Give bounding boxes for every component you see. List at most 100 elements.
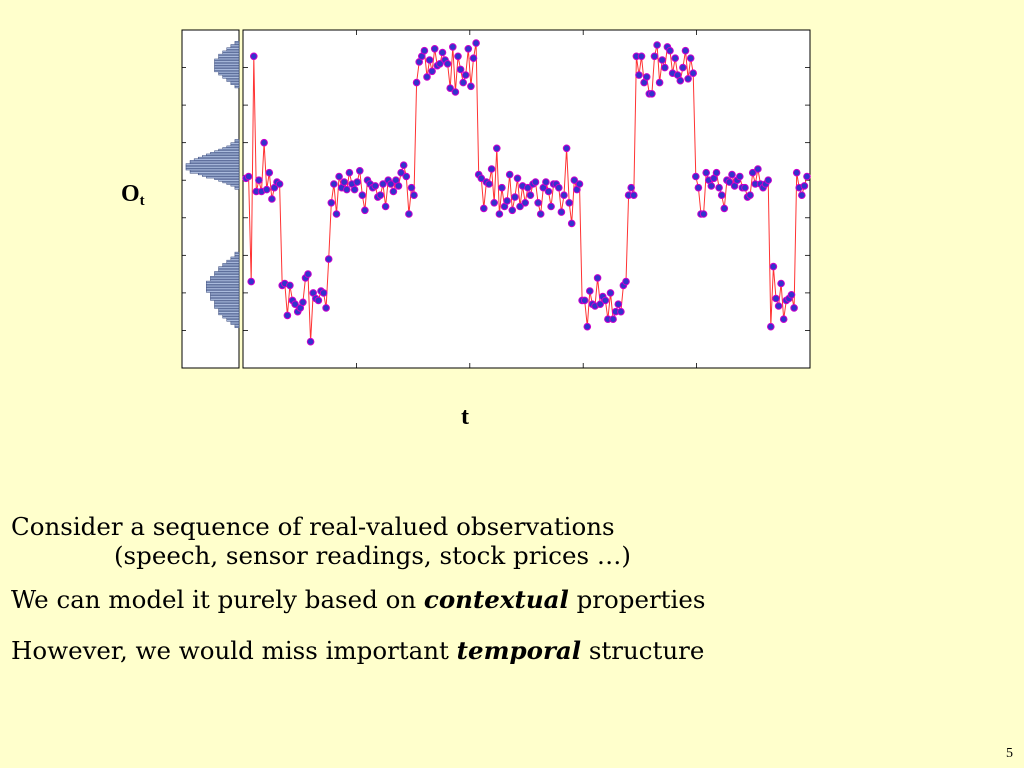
data-point bbox=[387, 180, 395, 188]
data-point bbox=[480, 204, 488, 213]
data-point bbox=[526, 191, 535, 199]
data-point bbox=[330, 180, 338, 188]
data-point bbox=[511, 193, 519, 201]
data-point bbox=[725, 178, 734, 186]
emphasis-contextual: contextual bbox=[423, 584, 569, 614]
data-point bbox=[694, 183, 703, 192]
data-point bbox=[534, 199, 542, 207]
data-point bbox=[658, 56, 667, 64]
data-point bbox=[361, 206, 369, 215]
data-point bbox=[650, 52, 659, 61]
data-point bbox=[803, 172, 811, 181]
data-point bbox=[283, 311, 292, 320]
text-line-1: Consider a sequence of real-valued obser… bbox=[11, 512, 615, 541]
data-point bbox=[531, 178, 540, 186]
data-point bbox=[265, 168, 274, 177]
data-point bbox=[490, 199, 499, 207]
data-point bbox=[617, 307, 625, 316]
data-point bbox=[655, 78, 664, 87]
data-point bbox=[800, 182, 809, 190]
data-point bbox=[565, 199, 574, 207]
text-line-4: However, we would miss important tempora… bbox=[11, 636, 705, 666]
data-point bbox=[314, 296, 323, 305]
data-point bbox=[449, 43, 457, 51]
data-point bbox=[255, 176, 263, 184]
data-point bbox=[754, 165, 762, 173]
data-point bbox=[748, 168, 757, 177]
data-point bbox=[456, 65, 465, 74]
data-point bbox=[477, 174, 486, 183]
data-point bbox=[779, 315, 788, 324]
data-point bbox=[412, 78, 421, 87]
data-point bbox=[769, 262, 778, 271]
data-point bbox=[686, 54, 695, 63]
data-point bbox=[498, 183, 506, 192]
data-point bbox=[485, 180, 493, 188]
data-point bbox=[702, 168, 711, 177]
data-point bbox=[586, 287, 594, 295]
data-point bbox=[671, 54, 680, 63]
data-point bbox=[555, 183, 563, 192]
data-point bbox=[593, 274, 602, 282]
data-point bbox=[345, 168, 354, 177]
data-point bbox=[399, 161, 408, 169]
data-point bbox=[262, 185, 271, 194]
data-point bbox=[260, 138, 268, 147]
data-point bbox=[319, 289, 328, 297]
data-point bbox=[436, 60, 444, 68]
observation-figure bbox=[181, 29, 811, 369]
data-point bbox=[609, 315, 617, 324]
data-point bbox=[728, 170, 736, 179]
data-point bbox=[425, 56, 434, 64]
histogram-bar bbox=[234, 251, 240, 254]
data-point bbox=[503, 197, 511, 205]
data-point bbox=[575, 180, 584, 188]
data-point bbox=[596, 300, 605, 309]
histogram-bar bbox=[234, 41, 240, 44]
data-point bbox=[777, 279, 785, 288]
data-point bbox=[495, 210, 504, 218]
data-point bbox=[689, 69, 698, 77]
data-point bbox=[679, 63, 687, 72]
data-point bbox=[715, 183, 723, 192]
series-points bbox=[242, 39, 811, 346]
data-point bbox=[601, 296, 610, 305]
data-point bbox=[676, 76, 685, 85]
data-point bbox=[661, 63, 669, 72]
data-point bbox=[332, 210, 341, 218]
data-point bbox=[358, 191, 367, 199]
data-point bbox=[405, 210, 413, 218]
data-point bbox=[397, 168, 405, 177]
data-point bbox=[798, 191, 806, 199]
data-point bbox=[410, 191, 418, 199]
data-point bbox=[394, 182, 403, 190]
data-point bbox=[379, 180, 387, 188]
data-point bbox=[736, 172, 744, 181]
data-point bbox=[720, 204, 729, 213]
data-point bbox=[524, 183, 532, 192]
data-point bbox=[371, 182, 380, 190]
data-point bbox=[343, 185, 351, 194]
data-point bbox=[430, 45, 439, 53]
data-point bbox=[570, 176, 579, 184]
data-point bbox=[772, 294, 780, 303]
data-point bbox=[353, 178, 362, 186]
histogram-panel bbox=[181, 29, 240, 369]
data-point bbox=[438, 48, 447, 57]
data-point bbox=[516, 202, 524, 211]
data-point bbox=[286, 281, 294, 290]
data-point bbox=[583, 322, 592, 331]
data-point bbox=[389, 187, 398, 196]
data-point bbox=[472, 39, 480, 47]
data-point bbox=[446, 84, 455, 92]
x-axis-label: t bbox=[461, 404, 469, 430]
data-point bbox=[356, 167, 364, 175]
data-point bbox=[542, 178, 550, 186]
data-point bbox=[614, 300, 623, 309]
data-point bbox=[304, 270, 312, 278]
data-point bbox=[459, 78, 468, 87]
data-point bbox=[536, 210, 545, 218]
data-point bbox=[774, 302, 783, 310]
time-series-panel bbox=[182, 29, 811, 369]
data-point bbox=[322, 304, 330, 312]
